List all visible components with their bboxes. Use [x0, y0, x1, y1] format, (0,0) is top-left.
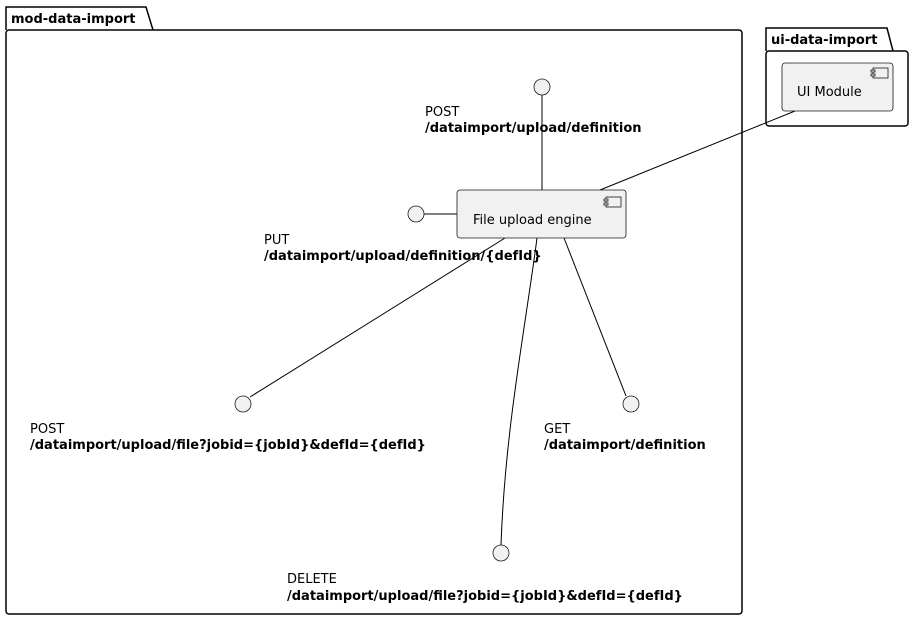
interface-method: GET	[544, 422, 570, 437]
interface-path: /dataimport/upload/definition/{defId}	[264, 249, 542, 264]
package-ui-data-import: ui-data-import	[765, 27, 909, 127]
interface-delete-file[interactable]	[492, 544, 510, 562]
link-delete-file	[500, 237, 538, 546]
interfaces	[234, 78, 640, 562]
interface-label-post-definition: POST /dataimport/upload/definition	[425, 105, 642, 136]
package-label-ui: ui-data-import	[771, 33, 877, 48]
component-icon	[603, 196, 622, 208]
interface-get-definition[interactable]	[622, 395, 640, 413]
component-label-ui-module: UI Module	[797, 85, 862, 100]
package-label-mod: mod-data-import	[11, 12, 136, 27]
interface-path: /dataimport/upload/file?jobid={jobId}&de…	[287, 589, 683, 604]
component-label-engine: File upload engine	[473, 213, 592, 228]
interface-post-definition[interactable]	[533, 78, 551, 96]
interface-label-put-definition: PUT /dataimport/upload/definition/{defId…	[264, 233, 542, 264]
interface-label-get-definition: GET /dataimport/definition	[544, 422, 706, 453]
interface-method: PUT	[264, 233, 289, 248]
component-file-upload-engine[interactable]: File upload engine	[456, 189, 627, 239]
links	[249, 95, 796, 546]
link-get-definition	[563, 237, 627, 397]
interface-label-post-file: POST /dataimport/upload/file?jobid={jobI…	[30, 422, 426, 453]
interface-post-file[interactable]	[234, 395, 252, 413]
interface-method: POST	[425, 105, 459, 120]
component-icon	[870, 67, 889, 79]
interface-path: /dataimport/definition	[544, 438, 706, 453]
interface-path: /dataimport/upload/file?jobid={jobId}&de…	[30, 438, 426, 453]
interface-method: POST	[30, 422, 64, 437]
package-mod-data-import: mod-data-import	[5, 6, 743, 615]
component-ui-module[interactable]: UI Module	[781, 62, 894, 112]
link-post-file	[249, 237, 506, 398]
link-ui-module	[599, 110, 796, 191]
interface-label-delete-file: DELETE /dataimport/upload/file?jobid={jo…	[287, 572, 683, 604]
interface-method: DELETE	[287, 572, 337, 587]
interface-path: /dataimport/upload/definition	[425, 121, 642, 136]
interface-put-definition[interactable]	[407, 205, 425, 223]
